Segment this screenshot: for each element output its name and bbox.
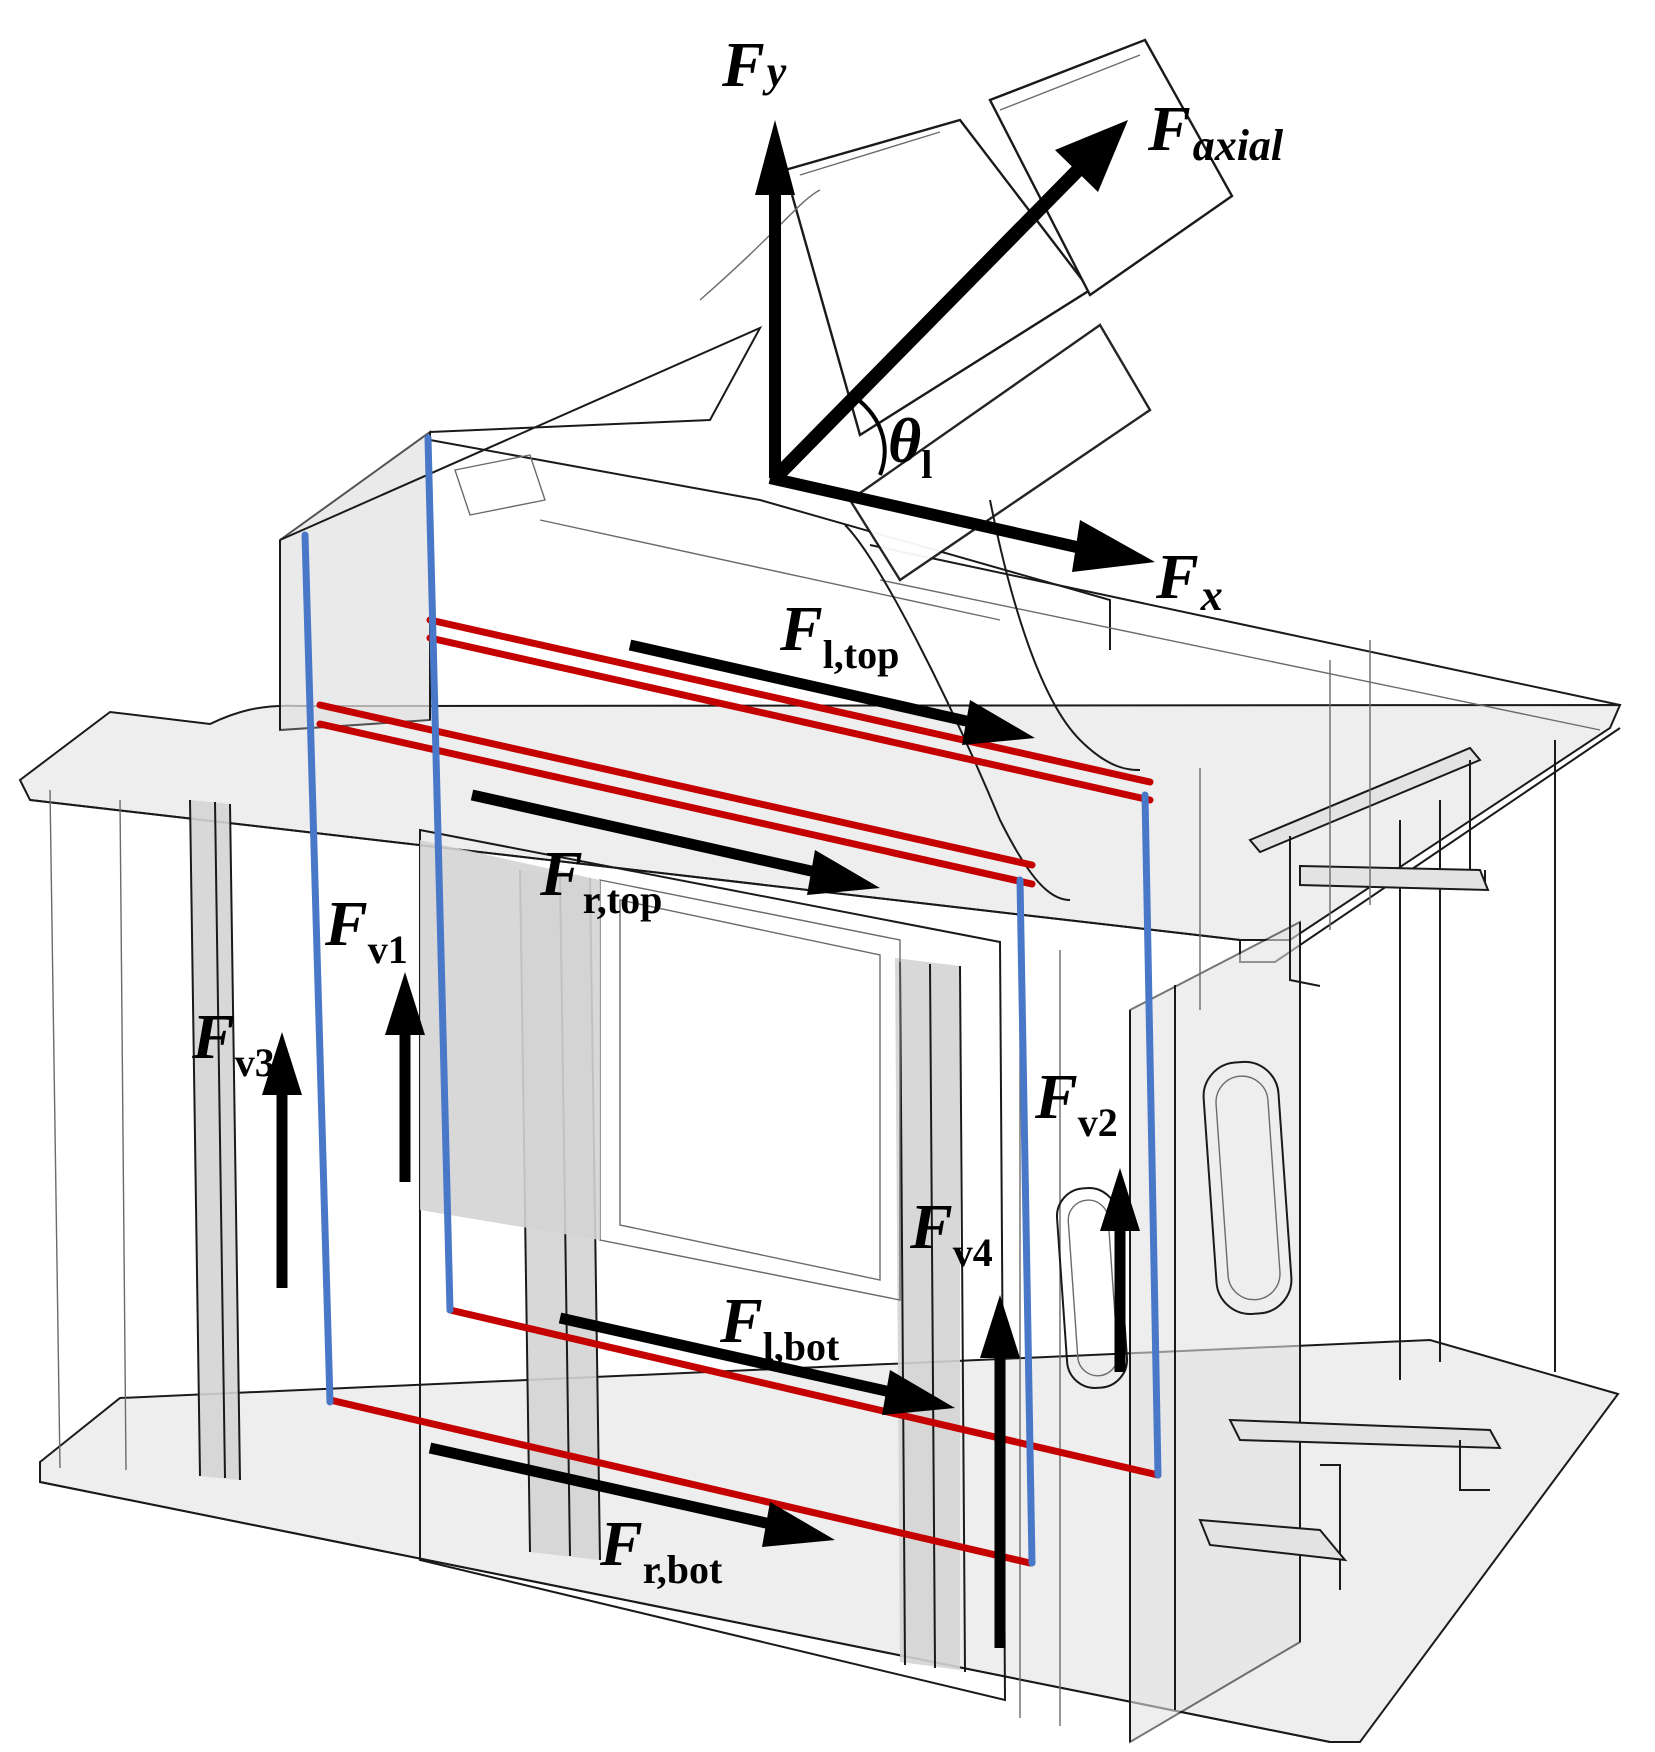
theta-arc	[853, 395, 887, 476]
f-r-top-arrow	[470, 789, 822, 879]
girder-structure	[18, 325, 1622, 1744]
f-v1-label: Fv1	[324, 888, 408, 972]
top-left-member-2	[426, 634, 1154, 804]
force-arrows	[262, 639, 1140, 1648]
bottom-right-member	[326, 1396, 1034, 1567]
f-r-top-label: Fr,top	[539, 838, 662, 922]
theta-label: θl	[888, 405, 932, 487]
fx-axis-arrow	[768, 472, 1092, 556]
labels: Fy Faxial θl Fx Fl,top Fr,top Fl,bot Fr,…	[191, 29, 1284, 1592]
f-l-top-label: Fl,top	[779, 593, 899, 677]
vertical-member-v2	[1141, 791, 1162, 1479]
top-left-member-1	[426, 616, 1154, 786]
f-l-bot-label: Fl,bot	[719, 1285, 840, 1369]
faxial-arrow	[770, 163, 1085, 483]
vertical-members	[301, 434, 1162, 1567]
f-r-bot-arrow	[428, 1442, 777, 1531]
bottom-left-member	[446, 1306, 1162, 1479]
f-l-bot-arrow	[558, 1312, 897, 1399]
f-l-top-arrow	[628, 639, 977, 729]
f-r-bot-label: Fr,bot	[599, 1508, 723, 1592]
f-v3-label: Fv3	[191, 1001, 275, 1085]
fx-label: Fx	[1155, 541, 1223, 620]
fy-label: Fy	[721, 29, 787, 100]
coordinate-axes	[755, 120, 1155, 572]
vertical-member-v3	[301, 531, 334, 1406]
vertical-member-v1	[424, 434, 454, 1314]
top-flange	[18, 703, 1622, 941]
vertical-member-v4	[1016, 876, 1036, 1567]
actuator-sleeve-outer	[988, 38, 1234, 297]
f-v4-label: Fv4	[909, 1191, 993, 1275]
f-v2-label: Fv2	[1034, 1061, 1118, 1145]
faxial-label: Faxial	[1147, 93, 1284, 170]
